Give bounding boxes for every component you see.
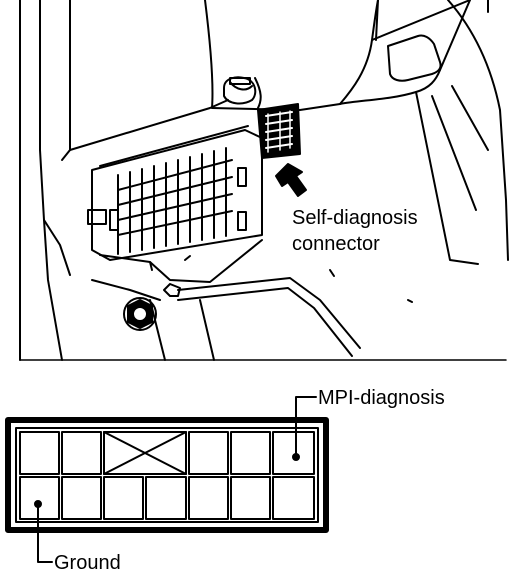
mount-bracket <box>223 76 257 105</box>
wiring-bracket <box>91 269 413 361</box>
self-diagnosis-label-line1: Self-diagnosis <box>292 207 418 229</box>
pin-cell-ground <box>19 476 60 520</box>
connector-top-row <box>19 431 315 475</box>
mpi-diagnosis-leader-line <box>295 396 317 455</box>
connector-shell <box>5 417 329 533</box>
dashboard-illustration <box>19 0 509 361</box>
pin-cell <box>188 431 229 475</box>
pin-cell <box>61 476 102 520</box>
connector-pinout <box>5 396 329 563</box>
left-pillar <box>19 0 71 361</box>
mpi-diagnosis-label: MPI-diagnosis <box>318 387 445 409</box>
pin-cell <box>19 431 60 475</box>
dashboard-panel <box>61 0 341 161</box>
self-diagnosis-label-line2: connector <box>292 233 380 255</box>
pin-cell <box>230 476 271 520</box>
fuse-box <box>87 125 263 283</box>
arrow-icon <box>275 163 307 197</box>
cross-out-mark <box>103 431 187 475</box>
ground-leader-line <box>37 506 53 563</box>
pin-cell <box>188 476 229 520</box>
pin-cell <box>103 476 144 520</box>
self-diagnosis-connector <box>257 103 301 159</box>
pin-cell <box>230 431 271 475</box>
bolt-icon <box>123 297 157 331</box>
connector-inner-frame <box>15 427 319 523</box>
ground-label: Ground <box>54 552 121 574</box>
connector-bottom-row <box>19 476 315 520</box>
pin-cell <box>145 476 187 520</box>
pin-cell-crossed <box>103 431 187 475</box>
pin-cell <box>61 431 102 475</box>
steering-column <box>339 0 509 265</box>
pin-cell <box>272 476 315 520</box>
pin-cell-mpi-diagnosis <box>272 431 315 475</box>
